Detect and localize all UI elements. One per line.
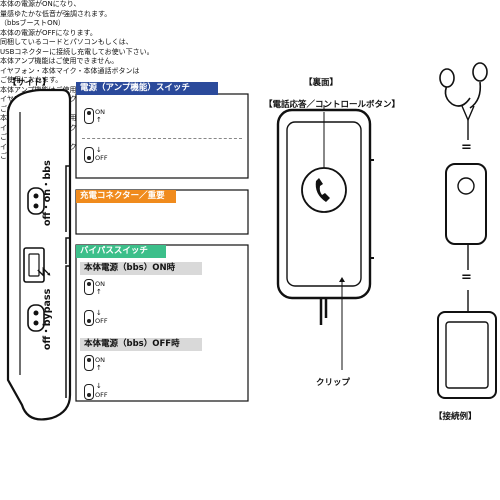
earbud-left	[444, 79, 471, 107]
power-off-switch-icon	[84, 147, 94, 163]
arrow-up-icon: ↑	[96, 364, 102, 372]
power-on-switch-icon	[84, 108, 94, 124]
bypass-off-switch-icon	[84, 384, 94, 400]
side-title: 【サイド】	[8, 78, 51, 88]
side-label-top: off・on・bbs	[42, 160, 53, 226]
call-button	[301, 167, 347, 213]
arrow-down-icon: ↓	[96, 309, 102, 317]
side-label-bottom: off・bypass	[42, 288, 53, 350]
arrow-down-icon: ↓	[96, 382, 102, 390]
charge-line: USBコネクターに接続し充電してお使い下さい。	[0, 47, 154, 56]
charge-text: 同梱しているコードとパソコンもしくは、 USBコネクターに接続し充電してお使い下…	[0, 38, 500, 57]
bbs-on-row1-text: 本体アンプ機能はご使用できません。 イヤフォン・本体マイク・本体通話ボタンは ご…	[0, 57, 500, 86]
bypass-off-label: OFF	[95, 391, 108, 399]
bypass-on-switch-icon	[84, 279, 94, 295]
call-button-label: 【電話応答／コントロールボタン】	[264, 100, 401, 110]
power-on-label: ON	[95, 108, 105, 116]
power-on-text: 本体の電源がONになり、 量感ゆたかな低音が強調されます。 （bbsブーストON…	[0, 0, 500, 29]
arrow-up-icon: ↑	[96, 288, 102, 296]
bypass-bracket	[65, 265, 70, 398]
bypass-header: バイパススイッチ	[76, 245, 166, 258]
back-title: 【裏面】	[304, 78, 339, 88]
clip-label: クリップ	[316, 378, 351, 388]
side-power-switch	[27, 187, 45, 215]
connector-mark: =	[461, 140, 472, 155]
power-header: 電源（アンプ機能）スイッチ	[76, 82, 218, 95]
bypass-line: ご使用になれます。	[0, 76, 63, 84]
arrow-up-icon: ↑	[96, 116, 102, 124]
power-on-line: 量感ゆたかな低音が強調されます。	[0, 9, 112, 18]
bypass-line: 本体アンプ機能はご使用できません。	[0, 57, 119, 65]
power-bracket	[65, 165, 70, 232]
divider	[82, 138, 242, 139]
bypass-off-switch-icon	[84, 310, 94, 326]
usb-icon: ⭍	[36, 266, 53, 278]
power-on-line: 本体の電源がONになり、	[0, 0, 81, 8]
arrow-down-icon: ↓	[96, 146, 102, 154]
connector-mark: =	[461, 270, 472, 285]
charge-bracket	[65, 237, 70, 264]
example-title: 【接続例】	[434, 412, 477, 422]
power-callout-frame	[75, 93, 249, 179]
bbs-on-header: 本体電源（bbs）ON時	[80, 262, 202, 275]
power-off-text: 本体の電源がOFFになります。	[0, 28, 97, 37]
earbud-right	[472, 62, 488, 82]
side-bypass-switch	[27, 304, 45, 332]
bypass-off-label: OFF	[95, 317, 108, 325]
bypass-on-label: ON	[95, 280, 105, 288]
bypass-on-switch-icon	[84, 355, 94, 371]
bypass-on-label: ON	[95, 356, 105, 364]
bypass-line: イヤフォン・本体マイク・本体通話ボタンは	[0, 66, 140, 75]
bbs-off-header: 本体電源（bbs）OFF時	[80, 338, 202, 351]
power-on-line: （bbsブーストON）	[0, 19, 65, 27]
charge-header: 充電コネクター／重要	[76, 190, 176, 203]
example-device	[445, 163, 487, 245]
charge-line: 同梱しているコードとパソコンもしくは、	[0, 38, 133, 46]
power-off-label: OFF	[95, 154, 108, 162]
phone-icon	[315, 178, 330, 202]
